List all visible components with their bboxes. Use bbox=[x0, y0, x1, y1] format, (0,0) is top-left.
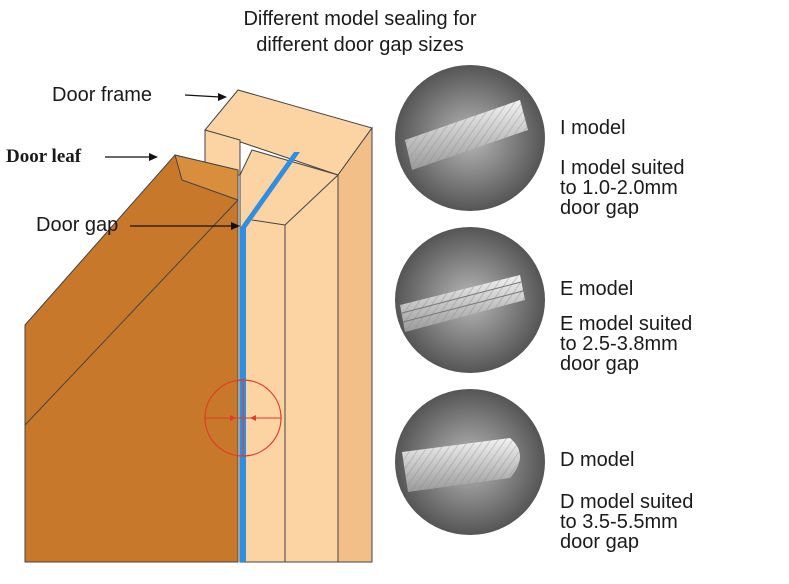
d-model-desc-line: door gap bbox=[560, 531, 639, 553]
e-model-desc-line: to 2.5-3.8mm bbox=[560, 333, 678, 355]
i-model-description: I model suited to 1.0-2.0mm door gap bbox=[560, 158, 780, 218]
e-model-photo bbox=[395, 227, 545, 373]
i-model-photo bbox=[395, 65, 545, 211]
i-model-desc-line: door gap bbox=[560, 197, 639, 219]
d-model-desc-line: D model suited bbox=[560, 491, 694, 513]
i-model-name: I model bbox=[560, 117, 626, 139]
e-model-description: E model suited to 2.5-3.8mm door gap bbox=[560, 314, 780, 374]
i-model-desc-line: to 1.0-2.0mm bbox=[560, 177, 678, 199]
e-model-desc-line: door gap bbox=[560, 353, 639, 375]
d-model-desc-line: to 3.5-5.5mm bbox=[560, 511, 678, 533]
door-frame bbox=[204, 89, 373, 563]
e-model-desc-line: E model suited bbox=[560, 313, 693, 335]
door-leaf-label: Door leaf bbox=[6, 146, 82, 167]
e-model-name: E model bbox=[560, 278, 634, 300]
d-model-description: D model suited to 3.5-5.5mm door gap bbox=[560, 492, 780, 552]
label-arrows bbox=[105, 93, 240, 230]
diagram-title: Different model sealing for different do… bbox=[190, 6, 530, 58]
door-leaf bbox=[24, 154, 239, 563]
title-line-1: Different model sealing for bbox=[243, 8, 477, 30]
gap-marker-circle bbox=[204, 379, 282, 457]
door-frame-label: Door frame bbox=[52, 84, 153, 106]
door-gap-label: Door gap bbox=[36, 214, 119, 236]
d-model-name: D model bbox=[560, 449, 635, 471]
title-line-2: different door gap sizes bbox=[256, 34, 464, 56]
i-model-desc-line: I model suited bbox=[560, 157, 685, 179]
d-model-photo bbox=[395, 389, 545, 535]
